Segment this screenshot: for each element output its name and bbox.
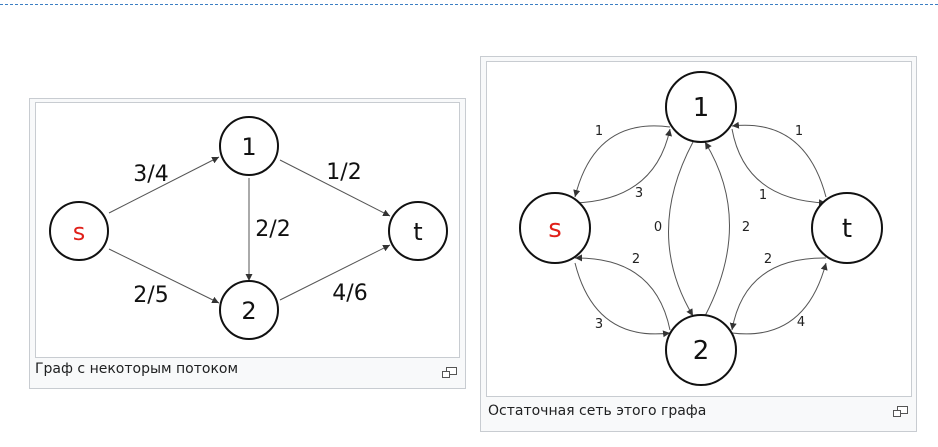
edge-t-1: [731, 121, 827, 198]
figure-2-image[interactable]: 1 2 s t 1 3 2 3 1 1 2 4 0 2: [486, 61, 912, 397]
node-t-label: t: [413, 218, 422, 246]
figure-1-caption: Граф с некоторым потоком: [35, 361, 239, 377]
edge-2-t: [279, 244, 391, 301]
edge-1-t-label: 1/2: [326, 160, 361, 185]
edge-2-t: [731, 262, 828, 335]
node-t-label: t: [842, 214, 852, 244]
edge-1-2-label: 2/2: [255, 217, 290, 242]
edge-1-t-label: 1: [759, 188, 767, 203]
edge-s-2-label: 3: [595, 317, 603, 332]
magnify-icon[interactable]: [893, 402, 908, 417]
edge-2-s: [574, 254, 671, 331]
edge-1-2: [668, 141, 694, 317]
node-1: [665, 71, 737, 143]
edge-s-1: [108, 156, 220, 214]
figure-1-thumbnail: s 1 2 t 3/4 2/5 2/2 1/2 4/6 Граф с некот…: [29, 98, 466, 389]
node-2-label: 2: [241, 297, 256, 325]
edge-2-s-label: 2: [632, 252, 640, 267]
edge-2-t-label: 4/6: [332, 281, 367, 306]
node-2: [665, 314, 737, 386]
edge-1-t: [279, 159, 391, 217]
node-2: [219, 280, 279, 340]
node-s: [519, 192, 591, 264]
edge-1-2-label: 0: [654, 220, 662, 235]
node-s: [49, 201, 109, 261]
node-t: [388, 201, 448, 261]
edge-2-1-label: 2: [742, 220, 750, 235]
magnify-icon[interactable]: [442, 363, 457, 378]
node-t: [811, 192, 883, 264]
flow-graph: s 1 2 t 3/4 2/5 2/2 1/2 4/6: [49, 116, 448, 340]
top-divider: [0, 4, 938, 5]
edge-1-s-label: 1: [595, 124, 603, 139]
figure-2-caption: Остаточная сеть этого графа: [488, 403, 707, 419]
edge-s-2: [108, 248, 220, 304]
edge-s-2: [574, 262, 671, 338]
node-1-label: 1: [241, 133, 256, 161]
edge-1-t: [731, 128, 827, 207]
edge-s-2-label: 2/5: [133, 283, 168, 308]
node-1: [219, 116, 279, 176]
edge-s-1-label: 3: [635, 186, 643, 201]
figure-2-thumbnail: 1 2 s t 1 3 2 3 1 1 2 4 0 2 Остаточная с…: [480, 56, 917, 432]
edge-1-s: [573, 125, 671, 198]
node-s-label: s: [73, 218, 86, 246]
edge-2-t-label: 4: [797, 315, 805, 330]
node-1-label: 1: [693, 93, 710, 123]
node-s-label: s: [548, 214, 562, 244]
edge-2-1: [704, 141, 730, 317]
figure-1-image[interactable]: s 1 2 t 3/4 2/5 2/2 1/2 4/6: [35, 102, 460, 358]
edge-t-1-label: 1: [795, 124, 803, 139]
edge-t-2-label: 2: [764, 252, 772, 267]
node-2-label: 2: [693, 336, 710, 366]
edge-t-2: [729, 257, 827, 331]
edge-s-1-label: 3/4: [133, 162, 168, 187]
residual-graph: 1 2 s t 1 3 2 3 1 1 2 4 0 2: [519, 71, 883, 386]
edge-s-1: [574, 128, 672, 204]
